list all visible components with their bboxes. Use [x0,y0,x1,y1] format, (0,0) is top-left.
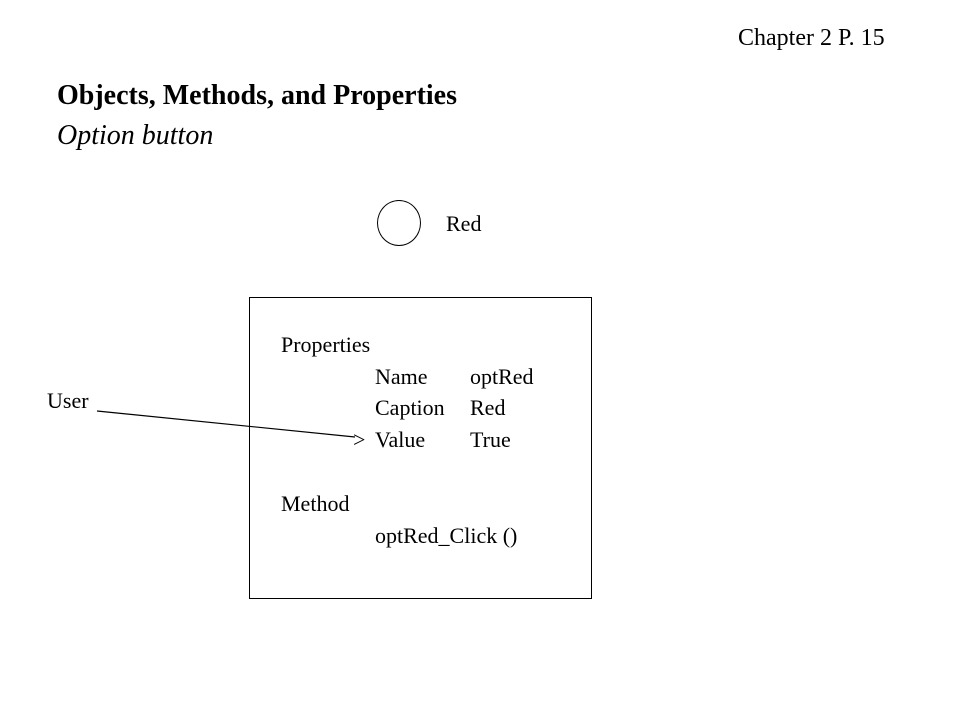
method-name: optRed_Click () [375,523,518,548]
user-label: User [47,388,89,413]
property-value: optRed [470,364,534,389]
option-button-circle [377,200,421,246]
object-box [249,297,592,599]
property-value: True [470,427,511,452]
user-to-value-line [96,410,356,438]
page-subtitle: Option button [57,120,214,151]
property-name: Name [375,364,428,389]
properties-heading: Properties [281,332,371,357]
page-title: Objects, Methods, and Properties [57,80,457,111]
property-name: Value [375,427,426,452]
method-heading: Method [281,491,350,516]
chapter-page-reference: Chapter 2 P. 15 [738,25,885,51]
arrow-head-icon: > [353,427,366,452]
option-button-label: Red [446,211,482,236]
property-value: Red [470,395,506,420]
property-name: Caption [375,395,445,420]
